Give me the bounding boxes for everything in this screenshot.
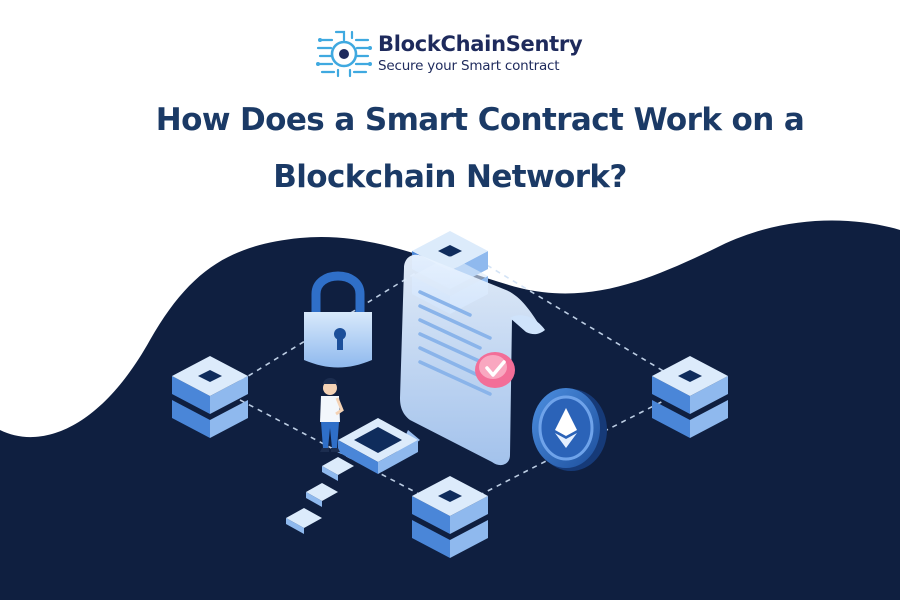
- brand-name: BlockChainSentry: [378, 32, 583, 57]
- server-icon: [172, 356, 248, 438]
- ethereum-coin-icon: [532, 388, 607, 471]
- brand-logo[interactable]: BlockChainSentry Secure your Smart contr…: [316, 26, 596, 82]
- title-line-2: Blockchain Network?: [273, 159, 627, 195]
- checkmark-badge-icon: [475, 352, 515, 388]
- server-icon: [412, 476, 488, 558]
- stepping-tiles: [286, 457, 354, 534]
- padlock-icon: [304, 271, 372, 368]
- brand-tagline: Secure your Smart contract: [378, 58, 560, 75]
- page-title: How Does a Smart Contract Work on a Bloc…: [0, 92, 900, 206]
- server-icon: [652, 356, 728, 438]
- circuit-chip-icon: [316, 30, 372, 78]
- title-line-1: How Does a Smart Contract Work on a: [155, 102, 805, 138]
- person-icon: [320, 378, 344, 452]
- square-pad: [338, 418, 418, 474]
- logo-text: BlockChainSentry Secure your Smart contr…: [378, 32, 583, 75]
